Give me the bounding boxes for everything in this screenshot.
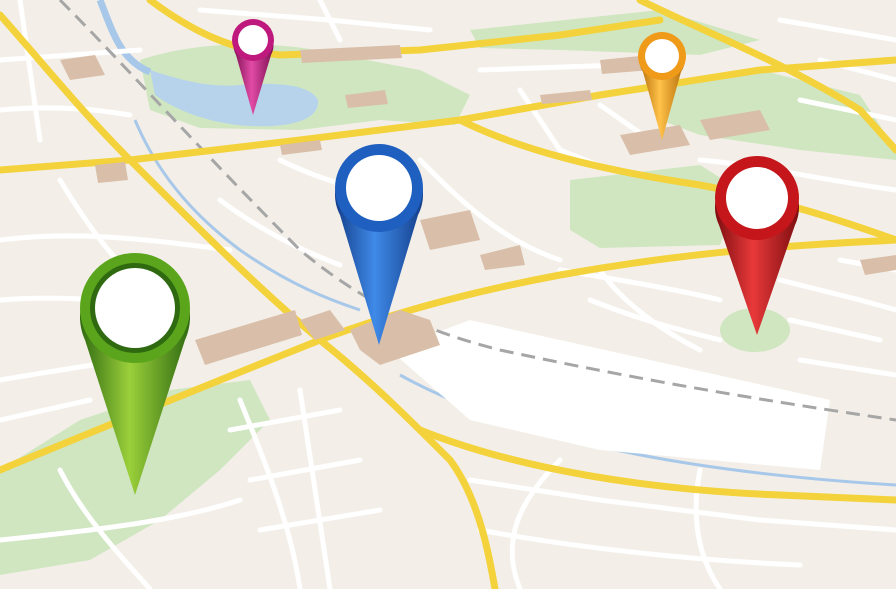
river-north xyxy=(96,0,152,76)
road-north-arc xyxy=(146,0,664,59)
plaza xyxy=(390,320,830,470)
lake xyxy=(150,70,319,127)
park-roundabout xyxy=(720,308,790,352)
canal xyxy=(133,119,361,312)
pin-green[interactable] xyxy=(80,253,190,495)
pin-orange[interactable] xyxy=(638,32,686,141)
pin-green-center xyxy=(95,268,175,348)
road-diagonal-main xyxy=(0,11,499,589)
road-center-east xyxy=(456,116,896,244)
pin-red-center xyxy=(726,167,788,229)
pin-blue-center xyxy=(346,155,412,221)
pin-orange-center xyxy=(645,39,679,73)
pin-magenta[interactable] xyxy=(232,19,274,116)
pin-blue[interactable] xyxy=(335,144,423,345)
pin-red[interactable] xyxy=(715,156,799,335)
road-northeast xyxy=(636,0,896,154)
pin-magenta-center xyxy=(238,25,268,55)
road-south xyxy=(416,426,896,504)
buildings xyxy=(60,45,896,365)
